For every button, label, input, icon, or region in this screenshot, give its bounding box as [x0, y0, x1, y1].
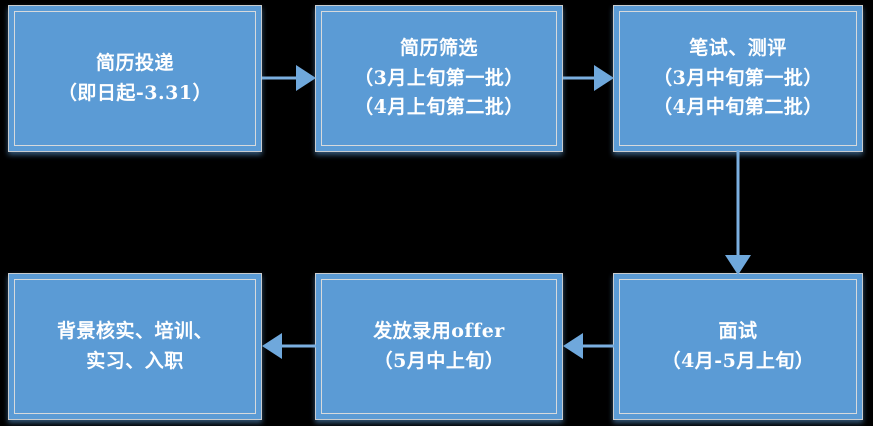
flow-node-written-test[interactable]: 笔试、测评 （3月中旬第一批） （4月中旬第二批） — [613, 5, 863, 152]
flow-node-onboarding[interactable]: 背景核实、培训、 实习、入职 — [8, 273, 262, 420]
arrow-left-icon-interview-to-offer — [563, 333, 614, 359]
arrow-left-icon-offer-to-onboarding — [262, 333, 316, 359]
arrow-shaft — [280, 344, 316, 348]
flow-node-offer-label: 发放录用offer （5月中上旬） — [373, 320, 505, 372]
flow-node-written-test-label: 笔试、测评 （3月中旬第一批） （4月中旬第二批） — [653, 37, 823, 119]
flow-node-resume-screen[interactable]: 简历筛选 （3月上旬第一批） （4月上旬第二批） — [315, 5, 563, 152]
flow-node-interview-label: 面试 （4月-5月上旬） — [661, 320, 815, 372]
arrow-shaft — [736, 150, 740, 257]
arrow-down-icon-test-to-interview — [725, 150, 751, 275]
arrow-head-right — [296, 65, 316, 91]
arrow-right-icon-screen-to-test — [563, 65, 614, 91]
arrow-right-icon-submit-to-screen — [262, 65, 316, 91]
flow-node-resume-submit[interactable]: 简历投递 （即日起-3.31） — [8, 5, 262, 152]
flow-node-resume-screen-label: 简历筛选 （3月上旬第一批） （4月上旬第二批） — [354, 37, 524, 119]
arrow-shaft — [563, 76, 596, 80]
arrow-head-right — [594, 65, 614, 91]
arrow-head-left — [262, 333, 282, 359]
flow-node-resume-submit-label: 简历投递 （即日起-3.31） — [57, 52, 213, 104]
arrow-shaft — [581, 344, 614, 348]
arrow-head-down — [725, 255, 751, 275]
flow-node-interview[interactable]: 面试 （4月-5月上旬） — [613, 273, 863, 420]
flow-node-onboarding-label: 背景核实、培训、 实习、入职 — [56, 320, 213, 372]
flow-node-offer[interactable]: 发放录用offer （5月中上旬） — [315, 273, 563, 420]
arrow-shaft — [262, 76, 298, 80]
arrow-head-left — [563, 333, 583, 359]
